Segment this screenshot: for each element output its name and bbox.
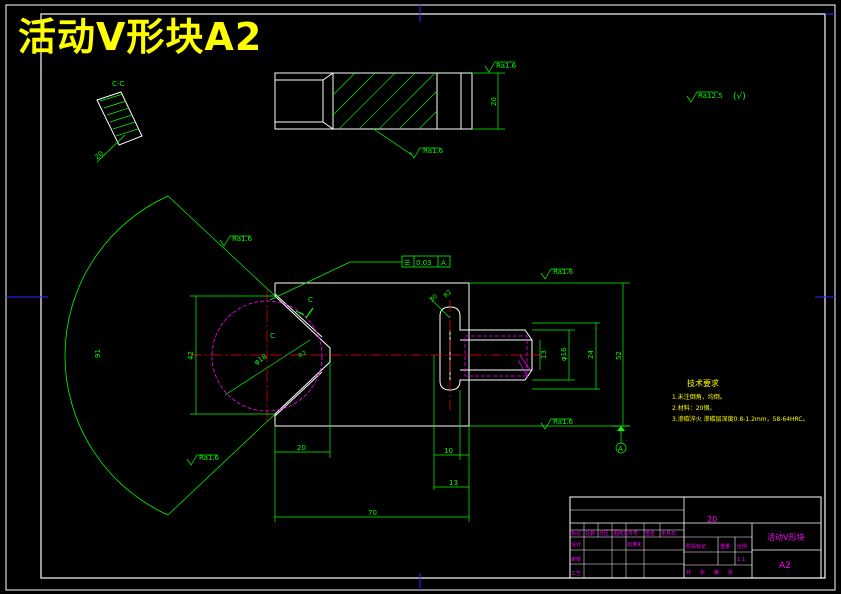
svg-text:重量: 重量 bbox=[720, 543, 730, 550]
svg-text:70: 70 bbox=[368, 509, 377, 517]
section-cc-label: C-C bbox=[112, 80, 124, 88]
svg-text:1:1: 1:1 bbox=[737, 557, 745, 563]
svg-text:更改文件号: 更改文件号 bbox=[613, 530, 638, 537]
svg-text:设计: 设计 bbox=[571, 541, 581, 548]
svg-text:24: 24 bbox=[587, 350, 595, 359]
tb-material: 20 bbox=[707, 515, 717, 524]
svg-text:工艺: 工艺 bbox=[571, 571, 581, 577]
svg-text:分区: 分区 bbox=[599, 530, 609, 537]
svg-text:(√): (√) bbox=[733, 91, 746, 102]
svg-text:Ra1.6: Ra1.6 bbox=[553, 268, 574, 276]
svg-text:30: 30 bbox=[428, 293, 438, 303]
sheet-title: 活动V形块A2 bbox=[18, 15, 263, 59]
svg-text:Ra12.5: Ra12.5 bbox=[698, 92, 723, 100]
svg-text:张: 张 bbox=[728, 569, 733, 576]
svg-text:第: 第 bbox=[714, 569, 719, 576]
note-2: 2.材料：20钢。 bbox=[672, 404, 715, 412]
notes-heading: 技术要求 bbox=[687, 378, 719, 388]
svg-text:C: C bbox=[270, 332, 275, 340]
centering-marks bbox=[6, 5, 835, 590]
tb-drawing-no: A2 bbox=[779, 561, 791, 571]
svg-text:共: 共 bbox=[686, 569, 691, 576]
top-view: 20 Ra1.6 Ra1.6 bbox=[274, 61, 517, 159]
svg-text:0.03: 0.03 bbox=[416, 259, 432, 267]
svg-text:比例: 比例 bbox=[737, 543, 747, 550]
svg-text:Ra1.6: Ra1.6 bbox=[553, 418, 574, 426]
top-roughness-a: Ra1.6 bbox=[496, 62, 517, 70]
main-view: C C 91 42 φ18 R2 20 70 10 13 bbox=[64, 195, 630, 522]
svg-text:张: 张 bbox=[700, 569, 705, 576]
svg-text:13: 13 bbox=[449, 479, 458, 487]
svg-text:标记: 标记 bbox=[571, 530, 581, 537]
svg-text:A: A bbox=[441, 259, 446, 267]
section-cc: C-C 20 bbox=[93, 80, 143, 163]
svg-text:R2: R2 bbox=[297, 349, 308, 359]
technical-notes: 技术要求 1.未注倒角，均倒。 2.材料：20钢。 3.渗碳淬火 渗碳层深度0.… bbox=[672, 378, 809, 423]
title-block: 20 活动V形块 A2 标记 处数 分区 更改文件号 签名 年月日 设计 标准化… bbox=[569, 496, 822, 579]
svg-text:阶段标记: 阶段标记 bbox=[686, 543, 706, 550]
svg-text:审核: 审核 bbox=[571, 556, 581, 563]
svg-text:Ra1.6: Ra1.6 bbox=[232, 235, 253, 243]
svg-text:R2: R2 bbox=[442, 289, 453, 300]
svg-text:13: 13 bbox=[540, 350, 548, 359]
svg-text:年月日: 年月日 bbox=[661, 530, 676, 537]
svg-text:处数: 处数 bbox=[585, 530, 595, 537]
radius-dim: 91 bbox=[94, 349, 102, 358]
section-cc-dim: 20 bbox=[93, 150, 105, 162]
top-height-dim: 20 bbox=[490, 97, 498, 106]
svg-text:C: C bbox=[308, 296, 313, 304]
svg-text:10: 10 bbox=[444, 447, 453, 455]
svg-text:Ra1.6: Ra1.6 bbox=[199, 454, 220, 462]
note-1: 1.未注倒角，均倒。 bbox=[672, 393, 726, 401]
svg-text:☰: ☰ bbox=[404, 259, 410, 267]
tb-part-name: 活动V形块 bbox=[767, 532, 804, 542]
svg-text:52: 52 bbox=[615, 351, 623, 360]
note-3: 3.渗碳淬火 渗碳层深度0.8-1.2mm，58-64HRC。 bbox=[672, 415, 809, 423]
svg-text:20: 20 bbox=[297, 444, 306, 452]
inner-frame bbox=[40, 13, 826, 579]
svg-text:标准化: 标准化 bbox=[627, 541, 642, 548]
svg-text:φ16: φ16 bbox=[560, 347, 568, 361]
v-width-dim: 42 bbox=[187, 351, 195, 360]
top-roughness-b: Ra1.6 bbox=[423, 147, 444, 155]
svg-text:A: A bbox=[618, 445, 623, 453]
svg-text:签名: 签名 bbox=[645, 530, 655, 537]
general-roughness: Ra12.5 (√) bbox=[686, 91, 746, 103]
